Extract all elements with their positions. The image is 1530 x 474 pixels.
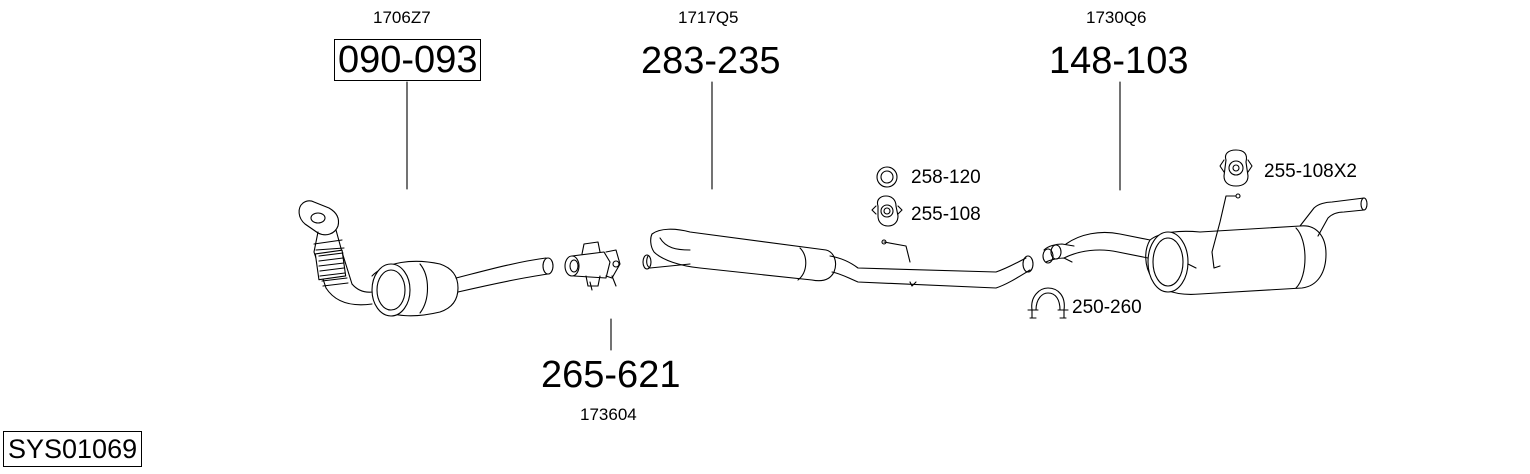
part-number-250-260[interactable]: 250-260	[1072, 297, 1142, 318]
catalytic-converter-part	[299, 201, 553, 316]
reference-code-1730q6: 1730Q6	[1086, 8, 1147, 27]
part-number-283-235[interactable]: 283-235	[641, 40, 781, 82]
reference-code-173604: 173604	[580, 405, 637, 424]
rubber-mount-icon-255-108	[872, 196, 902, 226]
diagram-id-label: SYS01069	[3, 431, 143, 467]
reference-code-1717q5: 1717Q5	[678, 8, 739, 27]
ring-gasket-icon	[877, 167, 897, 187]
reference-code-1706z7: 1706Z7	[373, 8, 431, 27]
centre-silencer-part	[643, 229, 1033, 288]
part-number-265-621[interactable]: 265-621	[541, 354, 681, 396]
part-number-090-093[interactable]: 090-093	[334, 39, 482, 81]
rear-silencer-part	[1043, 194, 1367, 294]
rubber-mount-icon-255-108x2	[1220, 150, 1252, 186]
u-clamp-icon	[1028, 288, 1068, 318]
part-number-148-103[interactable]: 148-103	[1049, 40, 1189, 82]
part-number-255-108[interactable]: 255-108	[911, 204, 981, 225]
pipe-clamp-part	[565, 242, 620, 290]
part-number-258-120[interactable]: 258-120	[911, 167, 981, 188]
part-number-255-108x2[interactable]: 255-108X2	[1264, 161, 1357, 182]
